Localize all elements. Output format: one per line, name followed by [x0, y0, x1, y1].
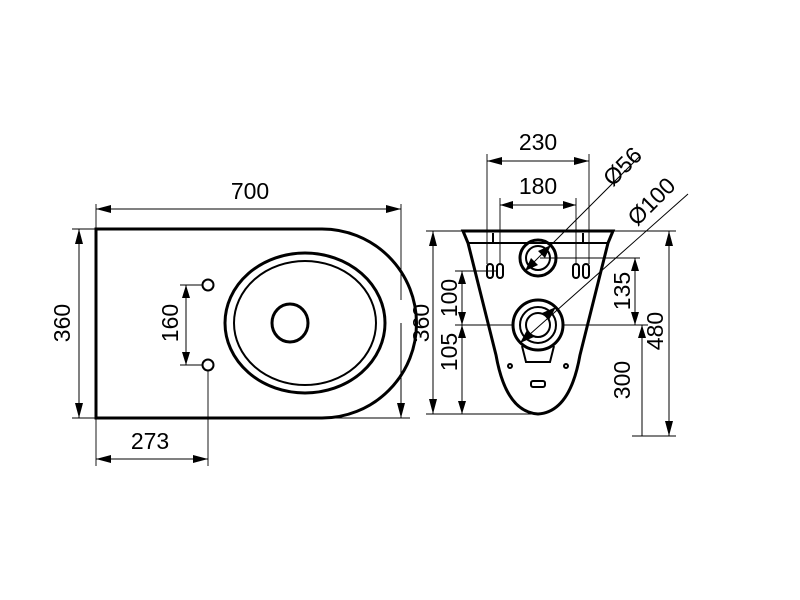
dimension-right-lower-label: 300: [609, 361, 635, 399]
dimension-width-right: 360: [322, 304, 434, 419]
dimension-width-right-label: 360: [408, 304, 434, 342]
dimension-small-pipe-label: Ø56: [598, 142, 647, 191]
toilet-outline-rear: [460, 229, 616, 416]
dimension-width-left: 360: [49, 228, 96, 419]
slot-right-1: [572, 263, 580, 279]
dimension-left-chain: 100 105: [426, 230, 538, 415]
toilet-outline-top: [94, 227, 418, 420]
dimension-right-chain: 135 480 300: [540, 230, 676, 437]
slot-right-2: [582, 263, 590, 279]
dimension-holes-offset: 273: [95, 371, 209, 466]
rear-view: 230 180 Ø56 Ø100: [426, 129, 689, 437]
lower-fixing-slot: [530, 380, 546, 388]
drain-hole: [270, 302, 310, 344]
dimension-length: 700: [95, 178, 402, 300]
bowl-inner-rim: [233, 260, 377, 386]
dimension-holes-spacing: 160: [157, 284, 202, 366]
dimension-holes-offset-label: 273: [131, 428, 169, 454]
dimension-holes-spacing-label: 160: [157, 304, 183, 342]
large-pipe-inner: [519, 306, 557, 344]
mounting-hole-upper: [201, 278, 215, 292]
top-view: 700 360 360 160: [49, 178, 434, 466]
dimension-width-left-label: 360: [49, 304, 75, 342]
dimension-outer-width: 230: [486, 129, 590, 264]
dimension-outer-width-label: 230: [519, 129, 557, 155]
dimension-inner-width-label: 180: [519, 173, 557, 199]
dimension-left-lower-label: 105: [436, 333, 462, 371]
dimension-inner-width: 180: [499, 173, 577, 264]
mounting-hole-lower: [201, 358, 215, 372]
dimension-right-upper-label: 135: [609, 272, 635, 310]
bowl-outer-rim: [223, 251, 387, 395]
dimension-large-pipe-label: Ø100: [622, 172, 680, 230]
dimension-left-upper-label: 100: [436, 279, 462, 317]
slot-left-2: [496, 263, 504, 279]
dimension-length-label: 700: [231, 178, 269, 204]
dimension-right-total-label: 480: [642, 312, 668, 350]
